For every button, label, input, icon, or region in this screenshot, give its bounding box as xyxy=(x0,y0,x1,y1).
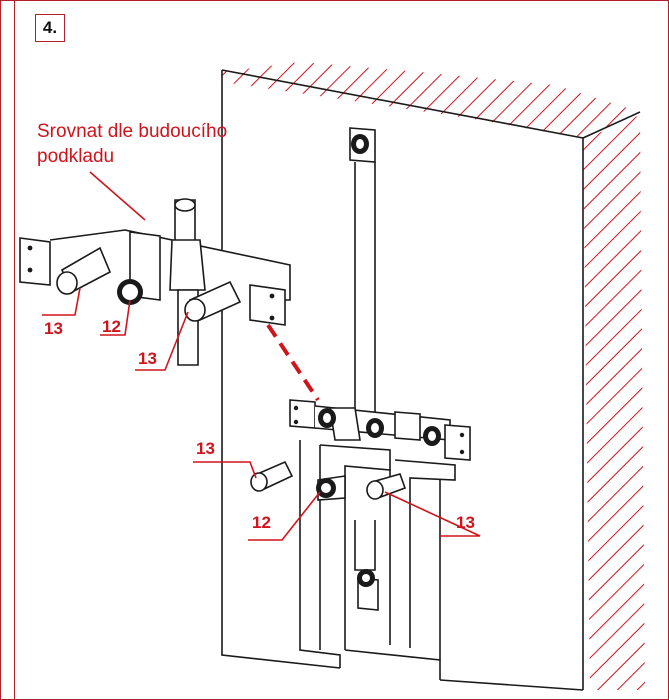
callout-label: 13 xyxy=(456,513,475,532)
callout-label: 12 xyxy=(102,317,121,336)
margin-rule xyxy=(14,0,15,700)
alignment-note: Srovnat dle budoucího podkladu xyxy=(37,119,297,169)
alignment-dashed-line xyxy=(266,323,320,402)
pipe-stub-right xyxy=(366,473,407,500)
leader-lines xyxy=(42,171,481,541)
loose-unit-fittings xyxy=(27,198,275,322)
installed-fittings xyxy=(293,405,465,455)
pipe-bottom-end xyxy=(357,569,375,587)
pipe-stub-left xyxy=(250,460,294,492)
callout-label: 13 xyxy=(44,319,63,338)
alignment-note-line2: podkladu xyxy=(37,146,115,167)
callout-label: 12 xyxy=(252,513,271,532)
pipe-top-end xyxy=(351,134,369,154)
step-number: 4. xyxy=(35,14,65,42)
alignment-note-line1: Srovnat dle budoucího xyxy=(37,121,228,142)
pipe-stub-center xyxy=(316,475,346,501)
callout-label: 13 xyxy=(196,439,215,458)
callout-label: 13 xyxy=(138,349,157,368)
wall-recess xyxy=(299,440,456,680)
wall-hatching xyxy=(222,62,645,690)
